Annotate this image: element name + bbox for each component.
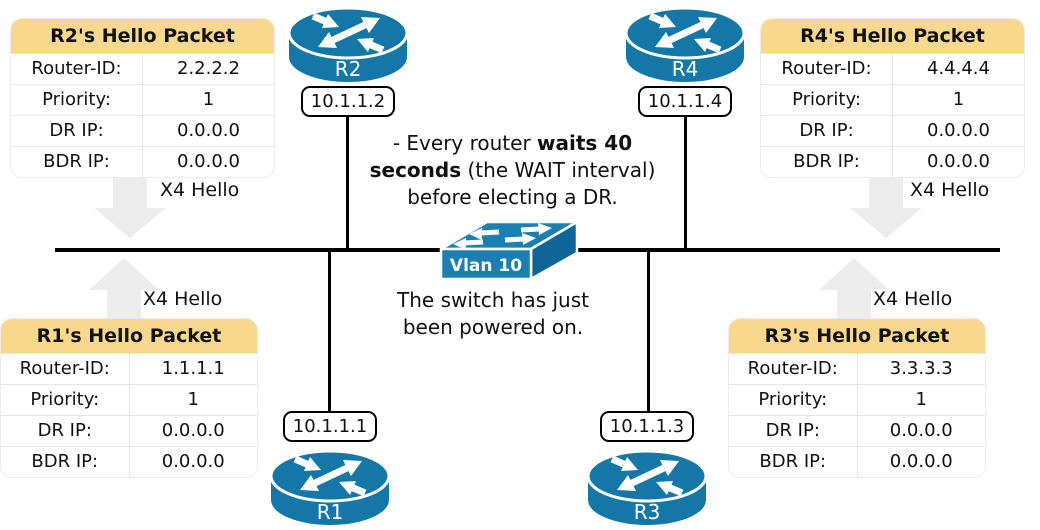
hello-count-label: X4 Hello [873,288,953,310]
field-value: 0.0.0.0 [177,151,240,172]
hello-count-label: X4 Hello [910,179,990,201]
ip-label-r1: 10.1.1.1 [283,411,377,442]
switch-name-label: Vlan 10 [450,256,522,276]
field-label: DR IP: [761,116,893,146]
switch-icon: Vlan 10 [439,220,579,281]
hello-arrow-down-icon [850,160,922,238]
router-name-label: R1 [317,500,344,524]
table-row: Router-ID: 4.4.4.4 [761,53,1024,84]
table-row: BDR IP: 0.0.0.0 [729,446,985,477]
ip-text: 10.1.1.1 [292,416,368,437]
field-value: 1.1.1.1 [161,358,225,379]
field-label: BDR IP: [11,147,143,177]
router-r4: R4 [622,5,748,87]
field-label: Router-ID: [761,54,893,84]
table-title: R2's Hello Packet [11,19,274,53]
field-value: 1 [952,89,965,110]
ip-text: 10.1.1.4 [647,91,723,112]
hello-packet-table-r2: R2's Hello Packet Router-ID: 2.2.2.2 Prio… [10,18,275,178]
field-label: DR IP: [11,116,143,146]
router-r3: R3 [584,448,710,530]
ip-text: 10.1.1.3 [609,416,685,437]
wait-interval-note: - Every router waits 40 seconds (the WAI… [320,130,705,211]
ip-label-r2: 10.1.1.2 [301,86,395,117]
router-r1: R1 [267,448,393,530]
note-line: been powered on. [402,315,584,339]
note-line: The switch has just [397,288,589,312]
field-label: Router-ID: [729,354,858,384]
field-value: 0.0.0.0 [889,420,953,441]
table-row: DR IP: 0.0.0.0 [761,115,1024,146]
field-label: Priority: [761,85,893,115]
switch-powered-note: The switch has just been powered on. [368,287,618,341]
table-row: DR IP: 0.0.0.0 [11,115,274,146]
hello-packet-table-r4: R4's Hello Packet Router-ID: 4.4.4.4 Prio… [760,18,1025,178]
field-value: 1 [202,89,215,110]
hello-arrow-up-icon [819,258,889,318]
field-label: BDR IP: [761,147,893,177]
table-row: Priority: 1 [11,84,274,115]
hello-arrow-up-icon [89,258,159,318]
link-line-r4 [684,115,687,250]
hello-count-label: X4 Hello [143,288,223,310]
field-value: 0.0.0.0 [927,120,990,141]
hello-count-label: X4 Hello [160,179,240,201]
router-name-label: R3 [634,500,661,524]
switch-vlan10: Vlan 10 [433,217,583,303]
link-line-r1 [328,250,331,414]
table-row: BDR IP: 0.0.0.0 [11,146,274,177]
field-value: 0.0.0.0 [161,420,225,441]
router-name-label: R4 [672,57,699,81]
field-value: 0.0.0.0 [177,120,240,141]
field-value: 1 [915,389,927,410]
router-icon: R2 [287,6,409,82]
field-value: 3.3.3.3 [889,358,953,379]
field-value: 2.2.2.2 [177,58,240,79]
router-icon: R3 [586,449,708,525]
field-value: 4.4.4.4 [927,58,990,79]
table-row: Router-ID: 3.3.3.3 [729,353,985,384]
table-row: DR IP: 0.0.0.0 [1,415,257,446]
router-icon: R1 [269,449,391,525]
table-title: R1's Hello Packet [1,319,257,353]
field-label: Router-ID: [11,54,143,84]
field-label: Router-ID: [1,354,130,384]
note-line: before electing a DR. [407,185,618,209]
hello-packet-table-r1: R1's Hello Packet Router-ID: 1.1.1.1 Prio… [0,318,258,478]
field-label: Priority: [11,85,143,115]
field-label: DR IP: [1,416,130,446]
field-value: 1 [187,389,199,410]
field-value: 0.0.0.0 [161,451,225,472]
table-row: BDR IP: 0.0.0.0 [761,146,1024,177]
field-label: DR IP: [729,416,858,446]
ip-label-r3: 10.1.1.3 [600,411,694,442]
note-line: seconds (the WAIT interval) [369,158,656,182]
table-row: BDR IP: 0.0.0.0 [1,446,257,477]
router-name-label: R2 [335,57,362,81]
link-line-r3 [647,250,650,414]
table-row: Priority: 1 [1,384,257,415]
table-title: R4's Hello Packet [761,19,1024,53]
table-row: Router-ID: 2.2.2.2 [11,53,274,84]
ip-label-r4: 10.1.1.4 [638,86,732,117]
field-label: Priority: [729,385,858,415]
note-line: - Every router waits 40 [392,131,633,155]
table-row: Router-ID: 1.1.1.1 [1,353,257,384]
field-label: BDR IP: [729,447,858,477]
hello-arrow-down-icon [94,160,166,238]
field-value: 0.0.0.0 [889,451,953,472]
router-r2: R2 [285,5,411,87]
ip-text: 10.1.1.2 [310,91,386,112]
field-value: 0.0.0.0 [927,151,990,172]
router-icon: R4 [624,6,746,82]
field-label: Priority: [1,385,130,415]
hello-packet-table-r3: R3's Hello Packet Router-ID: 3.3.3.3 Prio… [728,318,986,478]
table-row: Priority: 1 [761,84,1024,115]
table-row: DR IP: 0.0.0.0 [729,415,985,446]
link-line-r2 [346,115,349,250]
table-row: Priority: 1 [729,384,985,415]
table-title: R3's Hello Packet [729,319,985,353]
field-label: BDR IP: [1,447,130,477]
